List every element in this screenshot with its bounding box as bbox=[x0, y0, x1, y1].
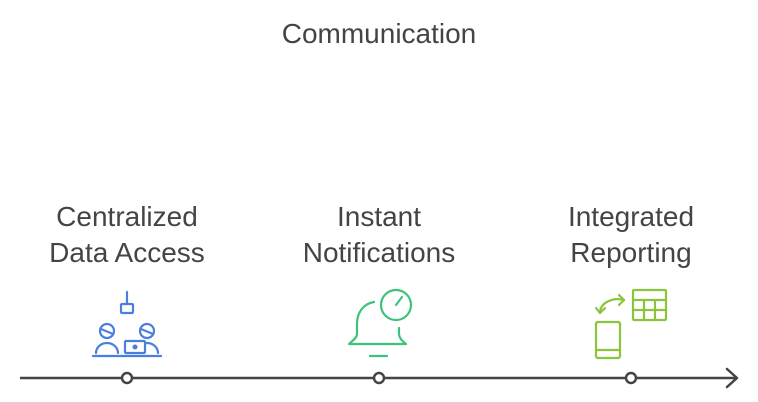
step-label-instant-notifications: Instant Notifications bbox=[259, 199, 499, 271]
team-computer-icon bbox=[91, 290, 163, 358]
timeline-arrowhead bbox=[725, 367, 739, 389]
step-label-line: Integrated bbox=[567, 201, 695, 232]
phone-table-sync-icon bbox=[594, 288, 668, 360]
step-label-line: Notifications bbox=[302, 237, 456, 268]
timeline-node bbox=[624, 371, 638, 385]
step-label-integrated-reporting: Integrated Reporting bbox=[511, 199, 751, 271]
step-label-line: Centralized bbox=[56, 201, 198, 232]
step-label-line: Instant bbox=[336, 201, 422, 232]
step-label-centralized-data-access: Centralized Data Access bbox=[7, 199, 247, 271]
timeline-node bbox=[372, 371, 386, 385]
step-label-line: Reporting bbox=[570, 237, 692, 268]
timeline-axis bbox=[20, 367, 739, 389]
step-label-line: Data Access bbox=[49, 237, 205, 268]
bell-clock-icon bbox=[347, 288, 413, 358]
timeline-node bbox=[120, 371, 134, 385]
diagram-title: Communication bbox=[281, 18, 477, 49]
